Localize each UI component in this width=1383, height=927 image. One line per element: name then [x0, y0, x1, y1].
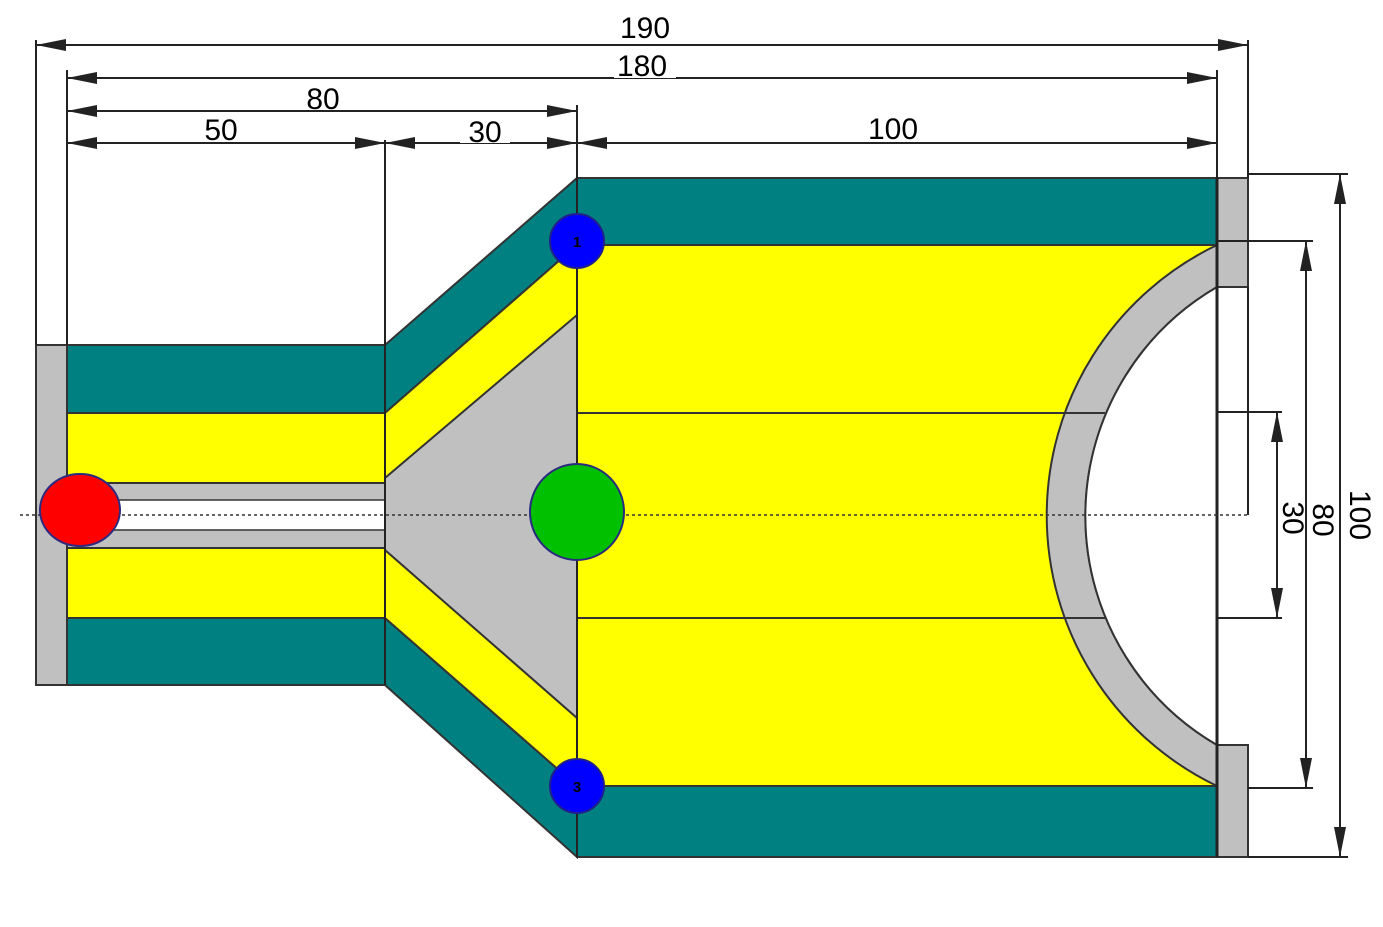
arrow-80-right — [547, 105, 577, 117]
center-marker — [529, 463, 625, 561]
left-outer-wall-top — [66, 344, 386, 414]
arrow-50-left — [67, 137, 97, 149]
right-outer-wall-top — [576, 177, 1218, 246]
red-source-circle — [39, 473, 121, 547]
horizontal-dimension-labels: 190 180 80 50 30 100 — [196, 12, 934, 149]
right-cylinder — [576, 177, 1249, 858]
arrow-h30-bottom — [1271, 588, 1283, 618]
arrow-h100-top — [1334, 174, 1346, 204]
arrow-190-left — [36, 39, 66, 51]
right-end-cap-top — [1216, 177, 1249, 288]
arrow-30-left — [385, 137, 415, 149]
label-bg-30 — [460, 118, 510, 143]
arrow-180-left — [67, 72, 97, 84]
right-end-cap-bottom — [1216, 744, 1249, 858]
arrow-100-right — [1187, 137, 1217, 149]
cone-section — [384, 175, 578, 860]
vertical-arrowheads — [1271, 174, 1346, 857]
point-marker-3: 3 — [549, 758, 605, 814]
arrow-190-right — [1218, 39, 1248, 51]
dim-label-180: 180 — [617, 50, 667, 83]
horizontal-arrowheads — [36, 39, 1248, 149]
right-outer-wall-bottom — [576, 785, 1218, 858]
dim-label-190: 190 — [620, 12, 670, 45]
source-marker — [39, 473, 121, 547]
arrow-100-left — [577, 137, 607, 149]
label-bg-80 — [300, 86, 346, 110]
label-bg-h80 — [1309, 496, 1337, 542]
dim-label-80: 80 — [306, 83, 339, 116]
point-marker-1: 1 — [549, 213, 605, 269]
label-bg-50 — [196, 116, 246, 142]
point-marker-3-label: 3 — [573, 779, 581, 796]
arrow-h30-top — [1271, 412, 1283, 442]
dim-label-30: 30 — [468, 116, 501, 149]
arrow-180-right — [1187, 72, 1217, 84]
arrow-50-right — [355, 137, 385, 149]
arrow-h80-bottom — [1300, 758, 1312, 788]
arrow-80-left — [67, 105, 97, 117]
blue-point-circle-3 — [549, 758, 605, 814]
vertical-dimension-labels: 100 80 30 — [1276, 480, 1378, 550]
dim-label-height-80: 80 — [1306, 503, 1339, 536]
label-bg-190 — [614, 14, 676, 44]
dim-label-height-30: 30 — [1276, 501, 1309, 534]
dim-label-100: 100 — [868, 113, 918, 146]
vertical-dimensions — [1217, 173, 1348, 858]
label-bg-h30 — [1280, 496, 1304, 542]
dim-label-height-100: 100 — [1343, 490, 1376, 540]
arrow-h80-top — [1300, 241, 1312, 271]
label-bg-180 — [614, 52, 676, 78]
arrow-30-right — [547, 137, 577, 149]
label-bg-100 — [850, 114, 934, 142]
left-outer-wall-bottom — [66, 617, 386, 686]
label-bg-h100 — [1344, 480, 1378, 550]
blue-point-circle-1 — [549, 213, 605, 269]
point-marker-1-label: 1 — [573, 234, 581, 251]
dim-label-50: 50 — [204, 114, 237, 147]
green-center-circle — [529, 463, 625, 561]
arrow-h100-bottom — [1334, 827, 1346, 857]
right-cavity — [1084, 285, 1218, 747]
